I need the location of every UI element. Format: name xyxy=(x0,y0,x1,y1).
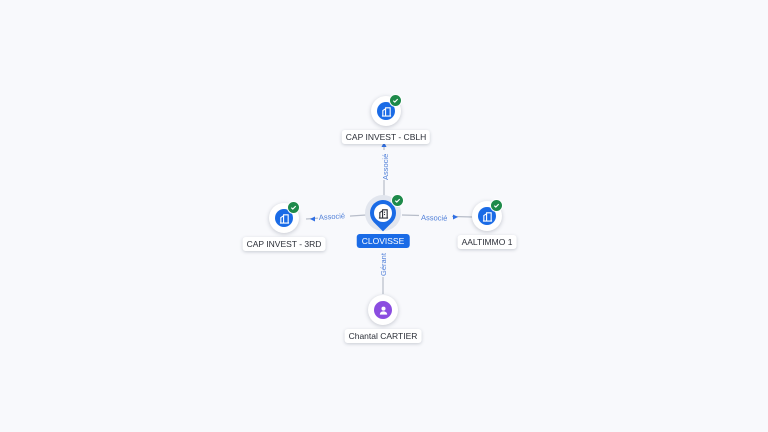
verified-icon xyxy=(391,194,404,207)
verified-icon xyxy=(389,94,402,107)
edge-top-arrow xyxy=(381,142,387,147)
edge-top-label: Associé xyxy=(381,154,390,180)
verified-icon xyxy=(287,201,300,214)
node-bottom-bubble xyxy=(368,295,398,325)
verified-icon xyxy=(490,199,503,212)
edge-right-label: Associé xyxy=(421,213,447,223)
node-left-bubble xyxy=(269,201,300,233)
node-right-bubble xyxy=(472,199,503,231)
edge-right-arrow xyxy=(453,214,458,220)
building-icon xyxy=(378,208,388,219)
node-right-label[interactable]: AALTIMMO 1 xyxy=(457,235,517,249)
building-icon xyxy=(381,106,391,117)
node-center-halo xyxy=(364,194,404,232)
node-left-label[interactable]: CAP INVEST - 3RD xyxy=(242,237,326,251)
edge-left-arrow xyxy=(310,216,315,222)
edge-bottom-label: Gérant xyxy=(379,252,388,276)
building-icon xyxy=(279,213,289,224)
edge-left-label: Associé xyxy=(319,211,346,222)
building-icon xyxy=(482,211,492,222)
node-top-bubble xyxy=(371,94,402,126)
node-bottom-label[interactable]: Chantal CARTIER xyxy=(344,329,422,343)
node-center-pin xyxy=(364,194,402,232)
node-top-label[interactable]: CAP INVEST - CBLH xyxy=(341,130,431,144)
node-center-label[interactable]: CLOVISSE xyxy=(356,234,410,248)
person-icon xyxy=(379,306,387,315)
